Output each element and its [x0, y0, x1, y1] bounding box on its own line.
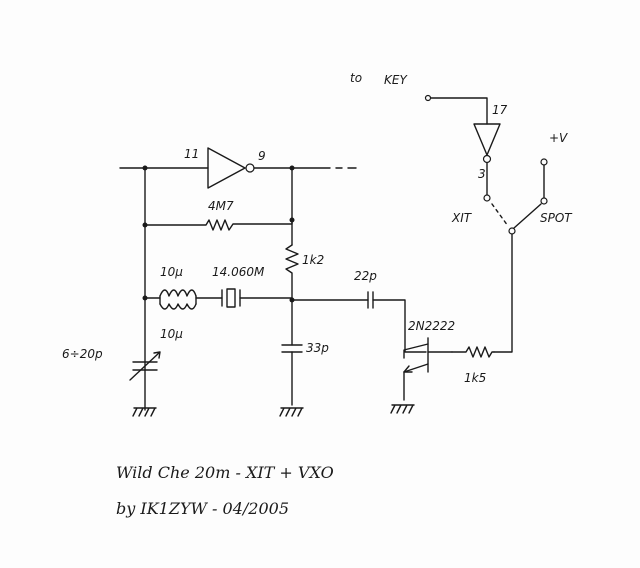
- label-1k2: 1k2: [302, 253, 324, 267]
- label-1k5: 1k5: [464, 371, 486, 385]
- label-pin17: 17: [492, 103, 508, 117]
- resistor-4m7: [142, 217, 295, 231]
- key-line: [424, 94, 488, 125]
- label-transistor: 2N2222: [408, 319, 455, 333]
- label-10u-bottom: 10µ: [160, 327, 183, 341]
- capacitor-33p: [279, 344, 304, 417]
- resistor-1k5: [451, 346, 495, 358]
- resistor-1k2: [285, 244, 299, 301]
- label-10u-top: 10µ: [160, 265, 183, 279]
- label-22p: 22p: [354, 269, 377, 283]
- crystal-14-060: [221, 288, 293, 308]
- label-33p: 33p: [306, 341, 329, 355]
- label-xit: XIT: [451, 211, 473, 225]
- label-4m7: 4M7: [208, 199, 234, 213]
- footer-title: Wild Che 20m - XIT + VXO: [116, 463, 334, 482]
- feedback-node: [289, 297, 369, 346]
- transistor-2n2222: [390, 337, 453, 414]
- top-rail: [119, 165, 209, 411]
- inductor-10u: [142, 289, 223, 310]
- label-spot: SPOT: [540, 211, 573, 225]
- inverter-17-3: [473, 123, 501, 202]
- label-to: to: [350, 71, 362, 85]
- xit-spot-switch: [491, 203, 542, 353]
- label-xtal: 14.060M: [212, 265, 265, 279]
- label-key: KEY: [384, 73, 408, 87]
- label-pin3: 3: [478, 167, 486, 181]
- label-pin9: 9: [258, 149, 266, 163]
- capacitor-22p: [367, 291, 427, 353]
- label-pin11: 11: [184, 147, 199, 161]
- plus-v-line: [540, 158, 548, 205]
- footer-author: by IK1ZYW - 04/2005: [116, 499, 289, 518]
- inverter-11-9: [207, 147, 357, 246]
- label-trimmer: 6÷20p: [62, 347, 103, 361]
- label-plus-v: +V: [549, 131, 568, 145]
- trimmer-6-20p: [129, 351, 161, 417]
